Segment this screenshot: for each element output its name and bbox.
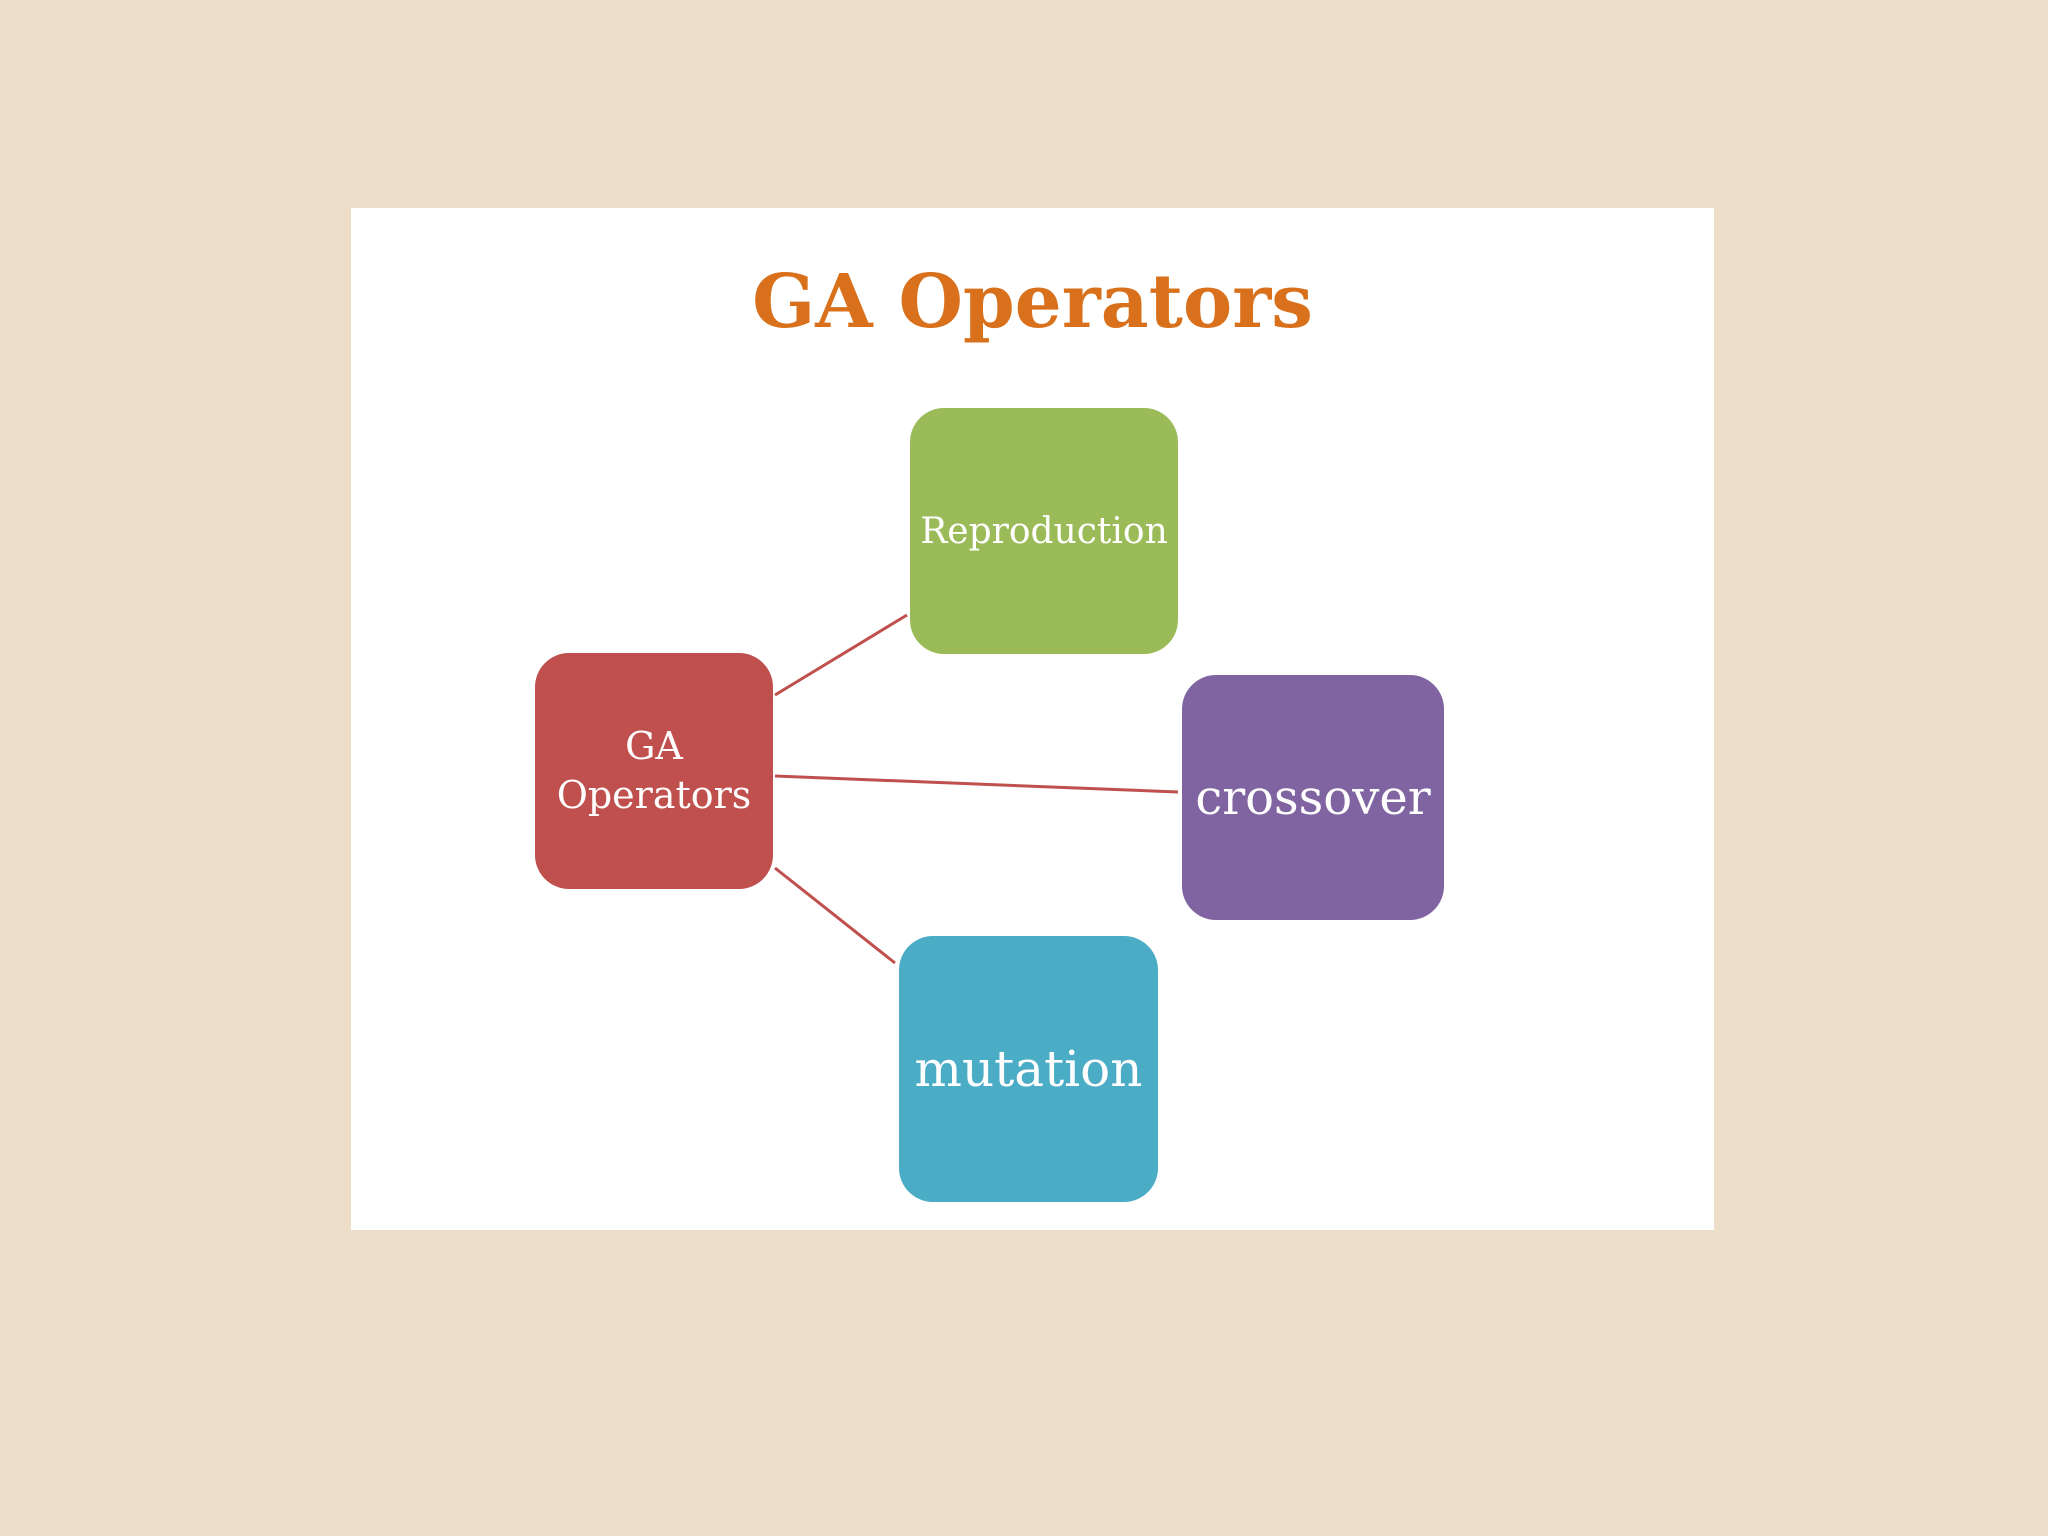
- node-mutation: mutation: [899, 936, 1158, 1202]
- connector-mutation: [774, 866, 896, 965]
- connector-crossover: [774, 774, 1179, 794]
- slide: GA Operators GA Operators Reproduction c…: [351, 208, 1714, 1230]
- node-reproduction: Reproduction: [910, 408, 1178, 654]
- connector-reproduction: [774, 613, 908, 697]
- node-mutation-label: mutation: [914, 1040, 1143, 1098]
- slide-title: GA Operators: [752, 259, 1313, 345]
- node-reproduction-label: Reproduction: [920, 510, 1168, 552]
- node-ga-operators-label: GA Operators: [556, 723, 752, 817]
- node-crossover-label: crossover: [1195, 769, 1431, 826]
- node-ga-operators: GA Operators: [535, 653, 773, 889]
- node-crossover: crossover: [1182, 675, 1444, 920]
- connector-lines: [774, 613, 1179, 965]
